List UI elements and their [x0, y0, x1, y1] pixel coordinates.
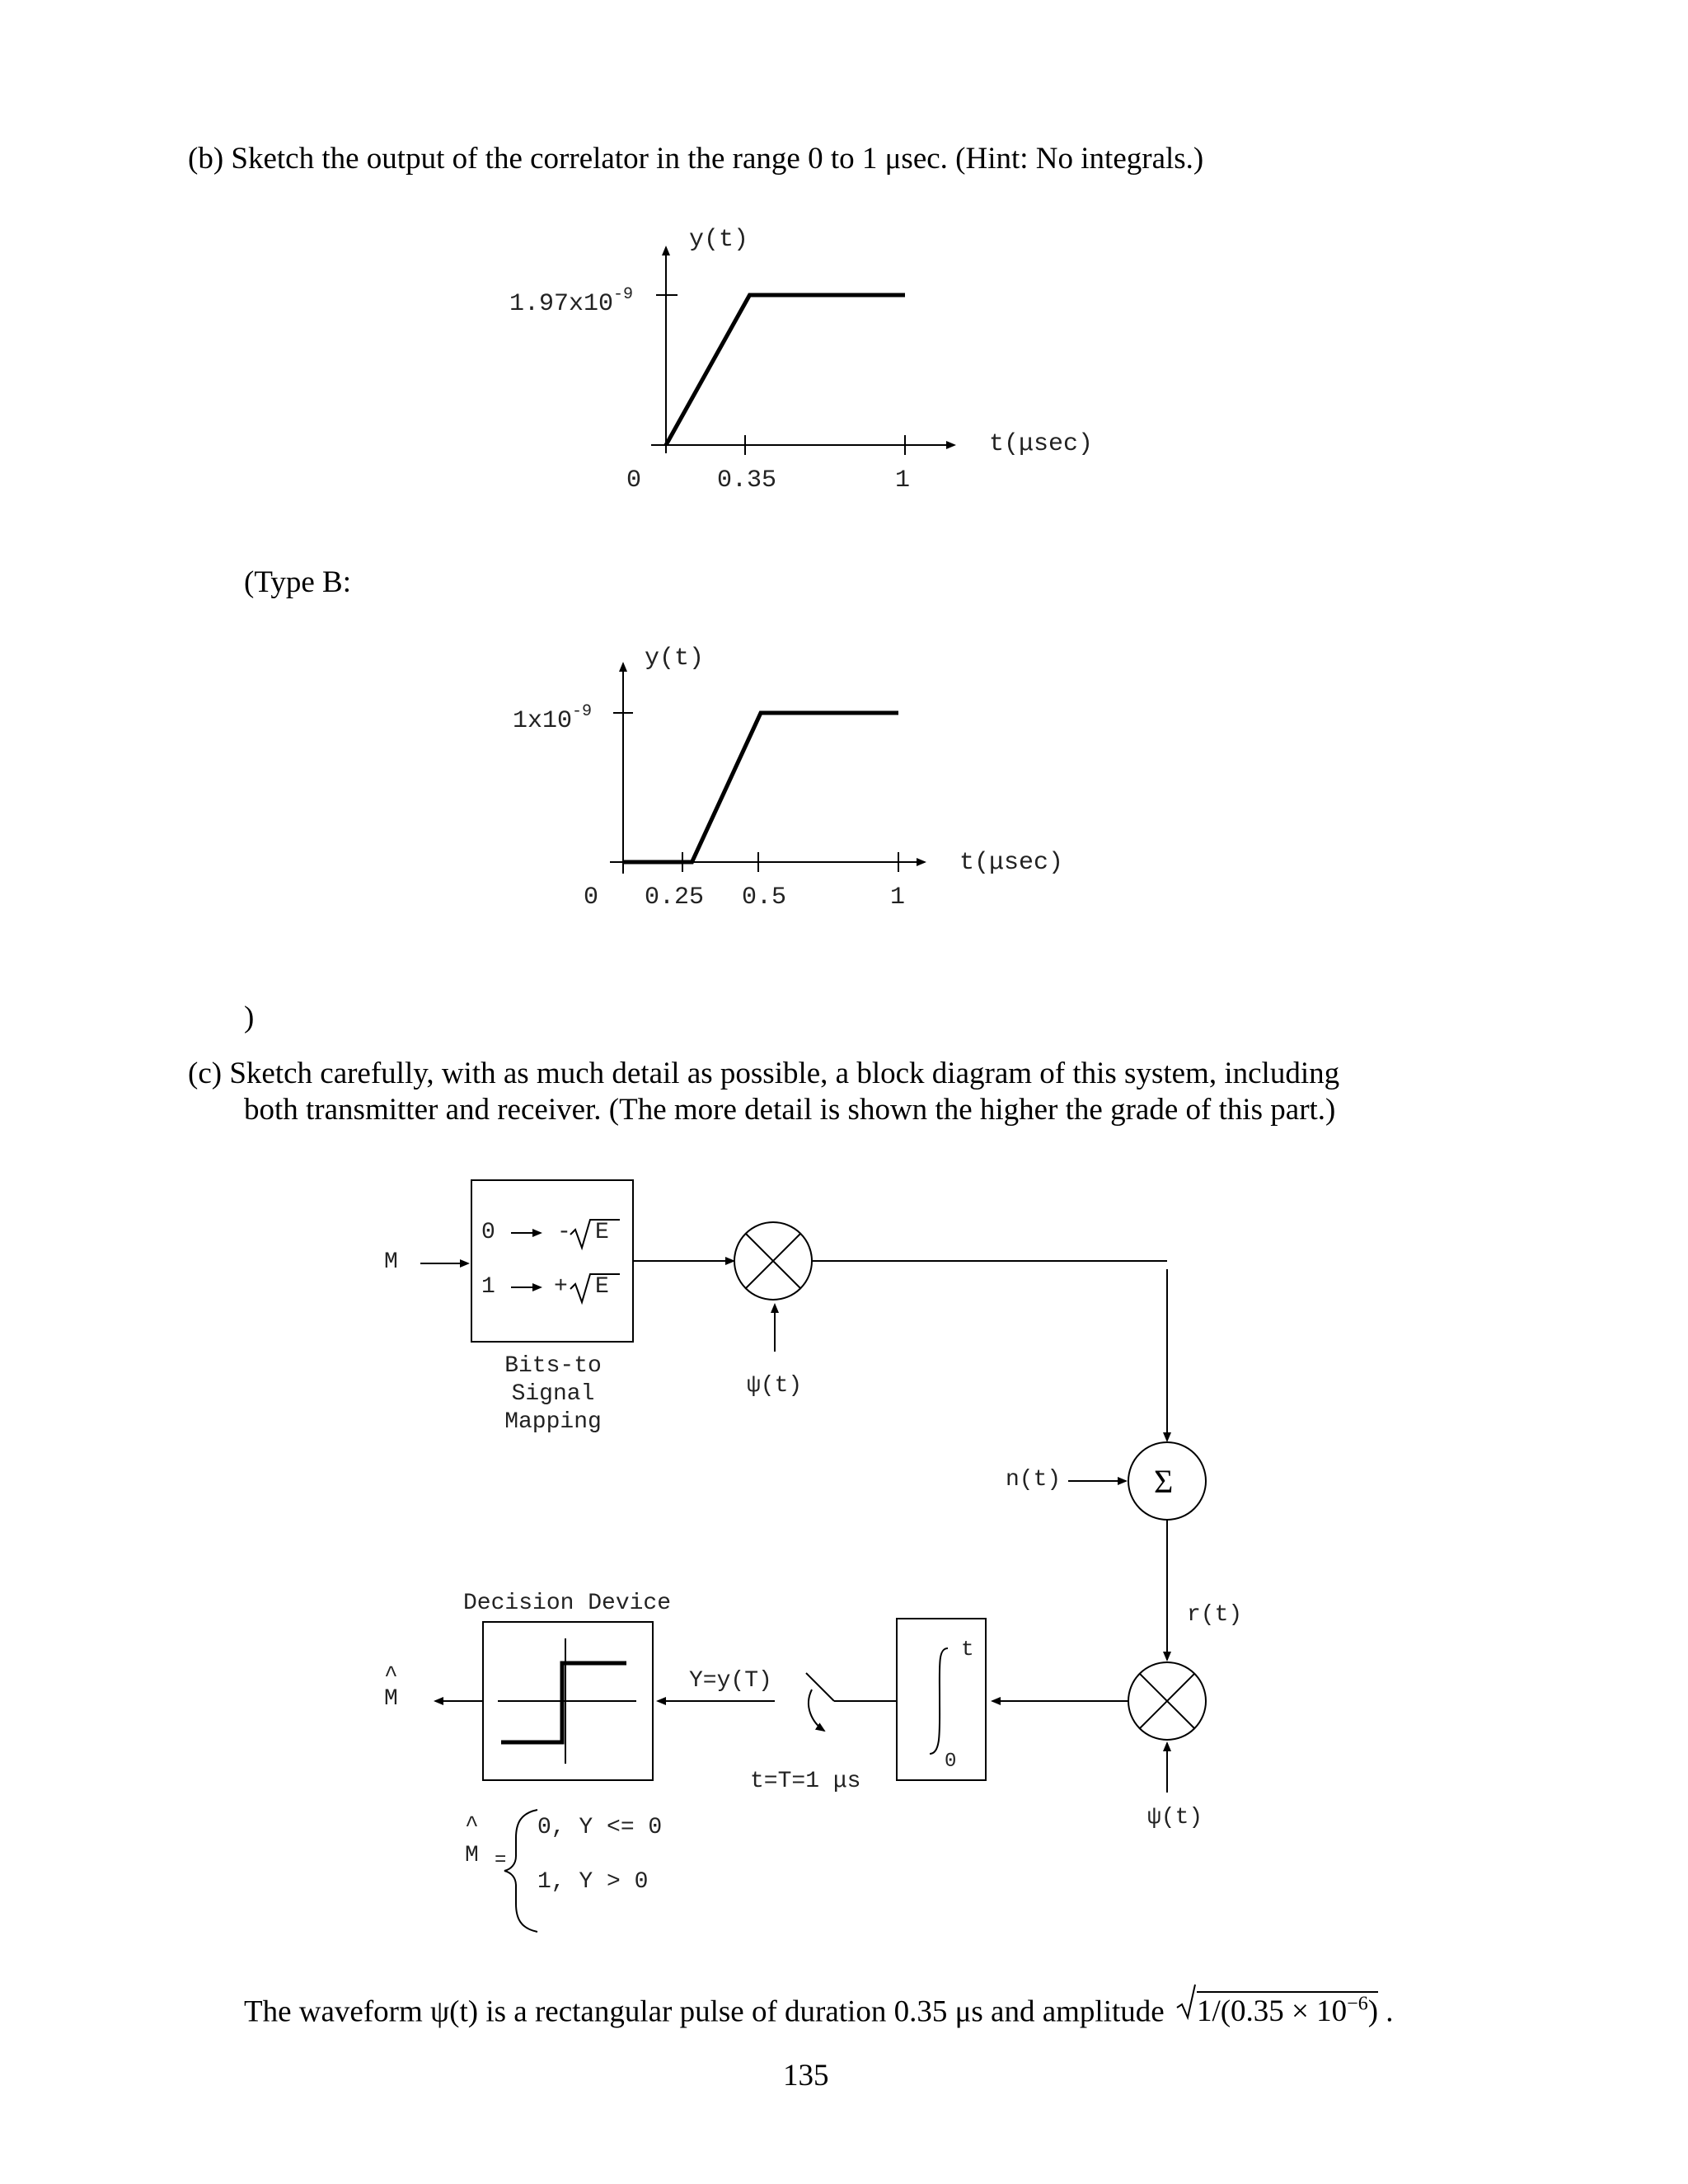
map-row1-bit: 1 — [481, 1274, 495, 1300]
output-hat: ^ — [384, 1663, 398, 1689]
part-c-question-line1: (c) Sketch carefully, with as much detai… — [188, 1057, 1340, 1090]
page-number: 135 — [783, 2059, 829, 2093]
graph-a-tick-0: 0 — [626, 466, 642, 494]
received-label: r(t) — [1187, 1602, 1243, 1628]
noise-label: n(t) — [1006, 1467, 1062, 1493]
output-label: M — [384, 1686, 398, 1712]
integral-upper: t — [961, 1637, 974, 1661]
graph-b-tick-1: 1 — [890, 883, 906, 912]
mapping-box — [471, 1179, 634, 1343]
rule-eq: = — [495, 1849, 507, 1872]
map-row0-bit: 0 — [481, 1220, 495, 1245]
graph-b-xlabel: t(μsec) — [959, 849, 1064, 877]
part-b-question: (b) Sketch the output of the correlator … — [188, 142, 1204, 176]
graph-b-ylabel: y(t) — [645, 644, 705, 673]
graph-a-ymax-label: 1.97x10-9 — [509, 285, 634, 318]
decision-box — [482, 1621, 654, 1781]
waveform-note: The waveform ψ(t) is a rectangular pulse… — [244, 1984, 1394, 2030]
rule-case-0: 0, Y <= 0 — [537, 1815, 663, 1840]
map-row0-sign: - — [557, 1220, 571, 1245]
multiplier-2 — [1128, 1661, 1207, 1741]
sum-symbol: Σ — [1154, 1463, 1174, 1500]
graph-b-ymax-label: 1x10-9 — [513, 702, 593, 735]
graph-b-tick-0: 0 — [584, 883, 599, 912]
rule-lhs: M — [465, 1843, 479, 1868]
mapping-caption-2: Signal — [511, 1381, 595, 1407]
graph-b-tick-025: 0.25 — [645, 883, 705, 912]
part-c-question-line2: both transmitter and receiver. (The more… — [244, 1093, 1336, 1127]
sqrt-sign — [1176, 1984, 1196, 2021]
graph-a-tick-1: 1 — [895, 466, 911, 494]
graph-b-series-line — [623, 710, 898, 865]
graph-a-series-line — [663, 293, 905, 447]
psi-label-2: ψ(t) — [1147, 1805, 1203, 1830]
sample-time-label: t=T=1 μs — [750, 1769, 861, 1794]
graph-a-ylabel: y(t) — [689, 226, 749, 254]
mapping-caption-1: Bits-to — [504, 1353, 602, 1379]
multiplier-1 — [734, 1221, 813, 1301]
decision-title: Decision Device — [463, 1591, 672, 1616]
mapping-caption-3: Mapping — [504, 1409, 602, 1435]
type-b-open: (Type B: — [244, 565, 351, 599]
type-b-close: ) — [244, 1001, 255, 1034]
input-label: M — [384, 1249, 398, 1275]
rule-hat: ^ — [465, 1813, 479, 1839]
sampler-switch — [805, 1672, 835, 1732]
rule-case-1: 1, Y > 0 — [537, 1869, 649, 1895]
graph-b-tick-05: 0.5 — [742, 883, 787, 912]
integral-lower: 0 — [945, 1750, 957, 1773]
psi-label-1: ψ(t) — [747, 1373, 803, 1399]
map-row1-sign: + — [554, 1274, 568, 1300]
map-row1-e: E — [595, 1274, 609, 1300]
sample-value-label: Y=y(T) — [689, 1668, 772, 1694]
graph-a-tick-035: 0.35 — [717, 466, 777, 494]
map-row0-e: E — [595, 1220, 609, 1245]
graph-a-xlabel: t(μsec) — [989, 430, 1094, 458]
